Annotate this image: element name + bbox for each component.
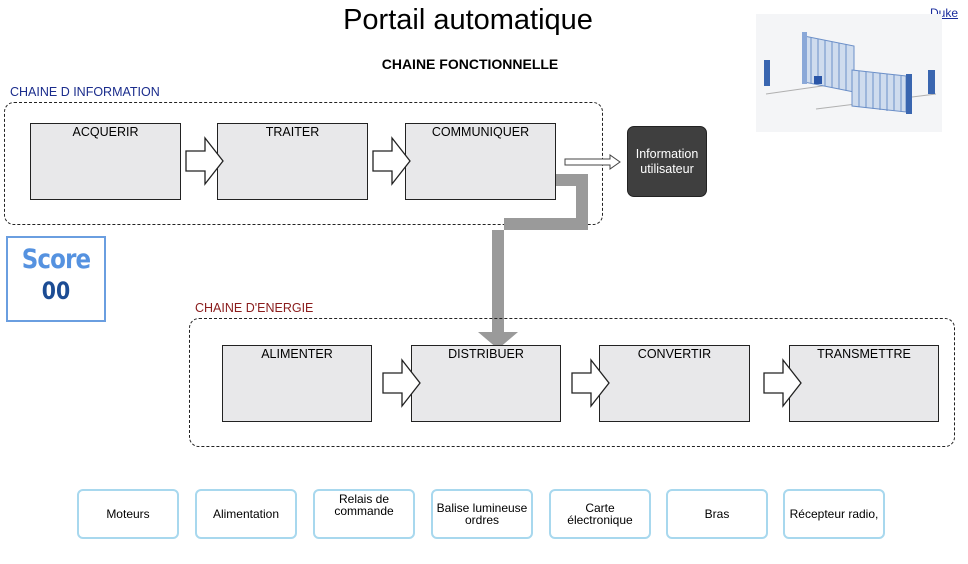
block-label: ALIMENTER (261, 347, 333, 361)
answer-card-alimentation[interactable]: Alimentation (195, 489, 297, 539)
score-label: Score (21, 244, 91, 275)
page-title: Portail automatique (343, 4, 593, 36)
answer-label: Alimentation (212, 507, 280, 521)
answer-card-moteurs[interactable]: Moteurs (77, 489, 179, 539)
arrow-right-icon (571, 358, 610, 408)
answer-label: Relais de commande (334, 492, 394, 518)
arrow-right-icon (763, 358, 802, 408)
arrow-right-icon (185, 136, 224, 186)
answer-label: Balise lumineuse ordres (436, 501, 528, 527)
block-acquerir: ACQUERIR (30, 123, 181, 200)
block-label: ACQUERIR (72, 125, 139, 139)
answer-card-carte[interactable]: Carte électronique (549, 489, 651, 539)
block-label: TRAITER (265, 125, 320, 139)
answer-label: Récepteur radio, (789, 507, 879, 521)
answer-label: Moteurs (106, 507, 150, 521)
energy-chain-frame (189, 318, 955, 447)
block-convertir: CONVERTIR (599, 345, 750, 422)
order-flow-connector (478, 174, 588, 349)
output-arrow-icon (564, 154, 621, 170)
block-communiquer: COMMUNIQUER (405, 123, 556, 200)
answer-card-relais[interactable]: Relais de commande (313, 489, 415, 539)
block-label: COMMUNIQUER (431, 125, 530, 139)
answer-label: Carte électronique (567, 501, 633, 527)
block-distribuer: DISTRIBUER (411, 345, 561, 422)
block-traiter: TRAITER (217, 123, 368, 200)
block-alimenter: ALIMENTER (222, 345, 372, 422)
answer-label: Bras (704, 507, 730, 521)
arrow-right-icon (382, 358, 421, 408)
diagram-subtitle: CHAINE FONCTIONNELLE (381, 56, 559, 72)
answer-card-balise[interactable]: Balise lumineuse ordres (431, 489, 533, 539)
block-label: DISTRIBUER (448, 347, 524, 361)
answer-card-recepteur[interactable]: Récepteur radio, (783, 489, 885, 539)
user-information-label: Information utilisateur (635, 146, 699, 176)
arrow-right-icon (372, 136, 411, 186)
score-value: 00 (41, 277, 71, 305)
score-panel: Score 00 (6, 236, 106, 322)
sliding-gate-icon (756, 14, 942, 132)
answer-card-bras[interactable]: Bras (666, 489, 768, 539)
information-chain-label: CHAINE D INFORMATION (10, 85, 160, 99)
block-transmettre: TRANSMETTRE (789, 345, 939, 422)
block-label: TRANSMETTRE (817, 347, 911, 361)
user-information-button[interactable]: Information utilisateur (627, 126, 707, 197)
block-label: CONVERTIR (637, 347, 712, 361)
energy-chain-label: CHAINE D'ENERGIE (195, 301, 314, 315)
